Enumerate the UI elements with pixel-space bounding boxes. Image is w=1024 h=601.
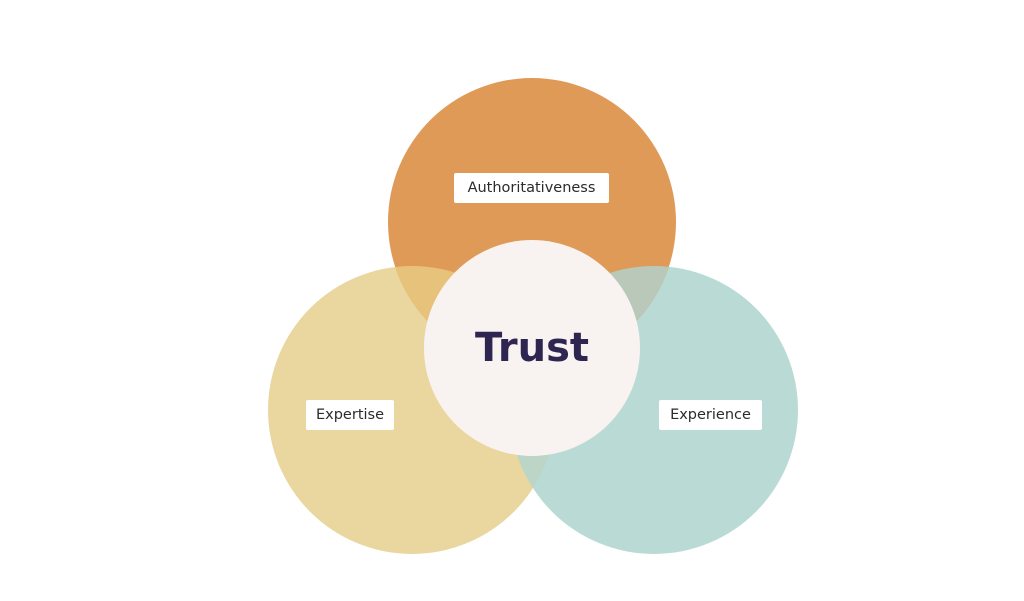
expertise-label: Expertise <box>306 400 394 430</box>
authoritativeness-label: Authoritativeness <box>454 173 609 203</box>
trust-circle <box>424 240 640 456</box>
trust-label: Trust <box>474 325 590 371</box>
experience-label: Experience <box>659 400 762 430</box>
